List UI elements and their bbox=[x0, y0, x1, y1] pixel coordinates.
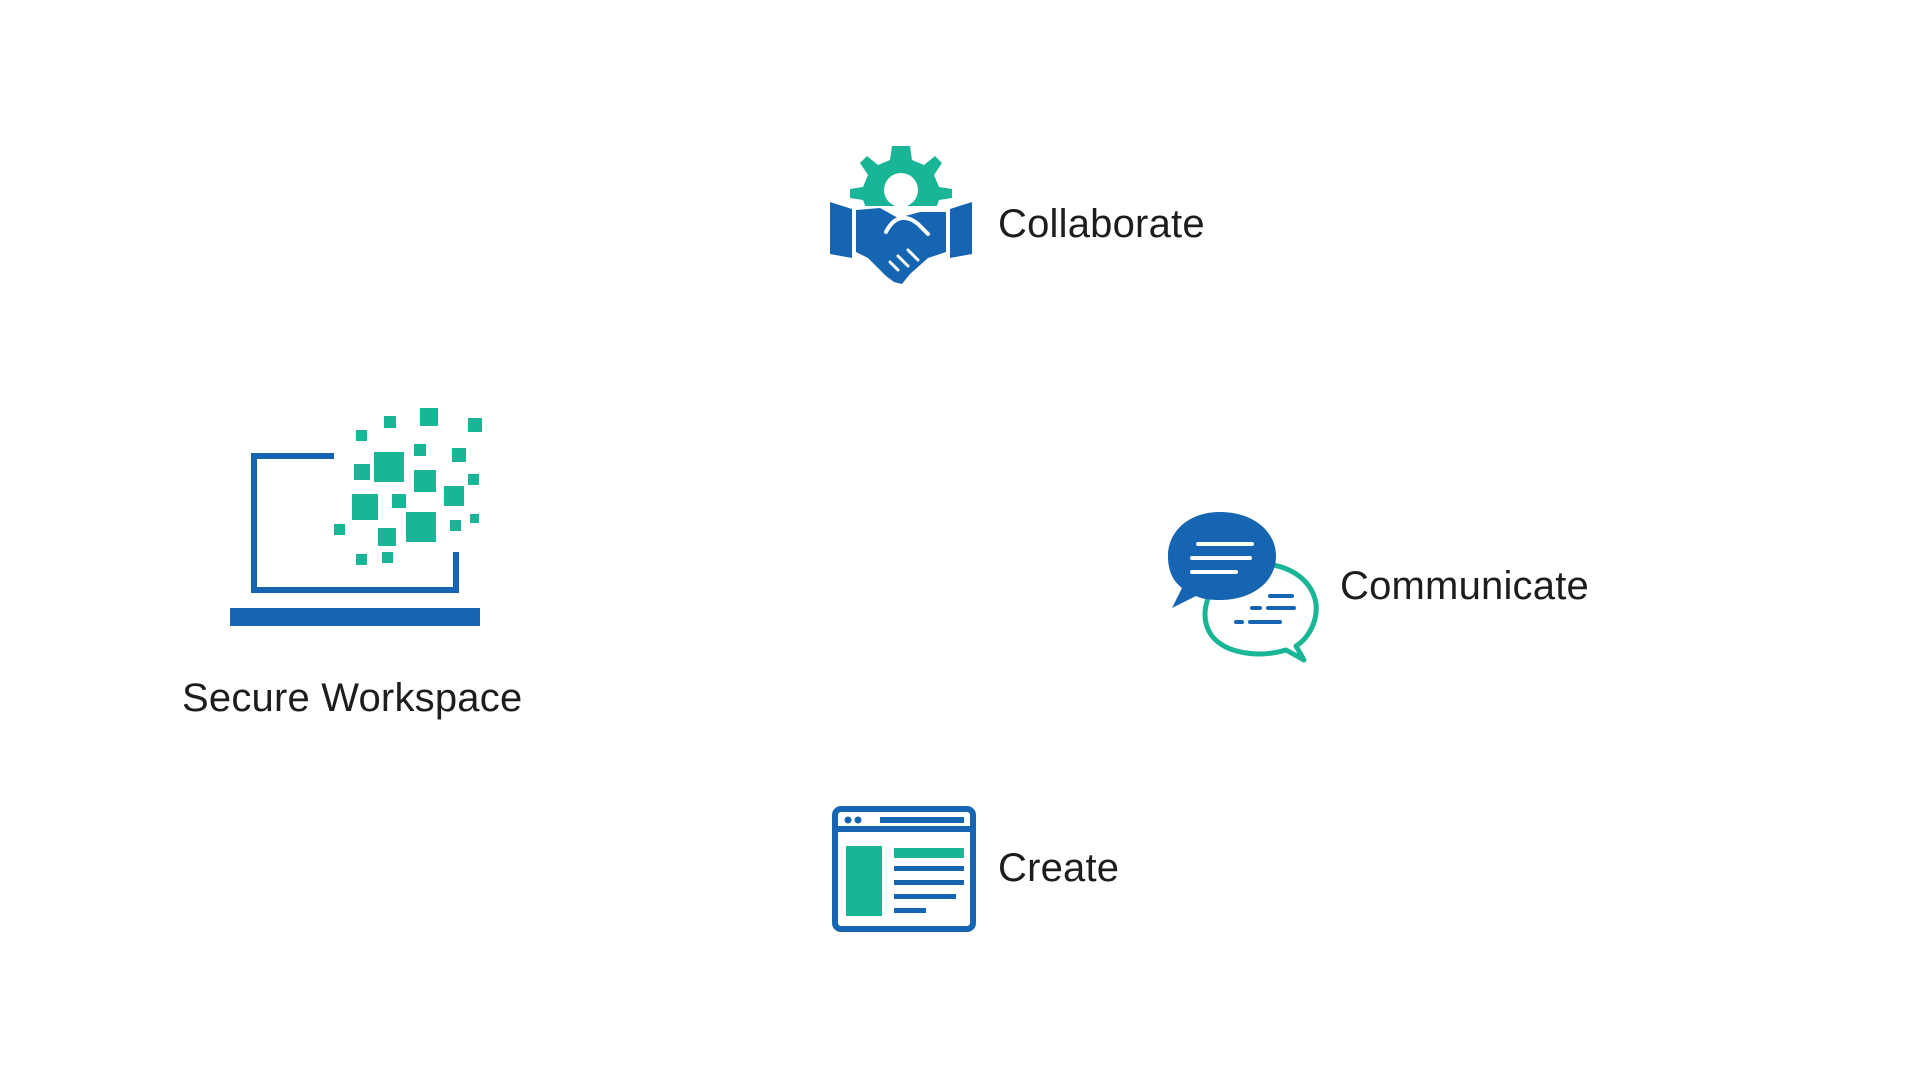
secure-workspace-label: Secure Workspace bbox=[182, 676, 523, 720]
collaborate-label: Collaborate bbox=[998, 202, 1205, 246]
browser-document-icon bbox=[832, 806, 976, 932]
communicate-label: Communicate bbox=[1340, 564, 1589, 608]
create-label: Create bbox=[998, 846, 1120, 890]
gear-handshake-icon bbox=[830, 146, 972, 284]
chat-bubbles-icon bbox=[1168, 512, 1319, 663]
laptop-pixels-icon bbox=[230, 408, 482, 626]
